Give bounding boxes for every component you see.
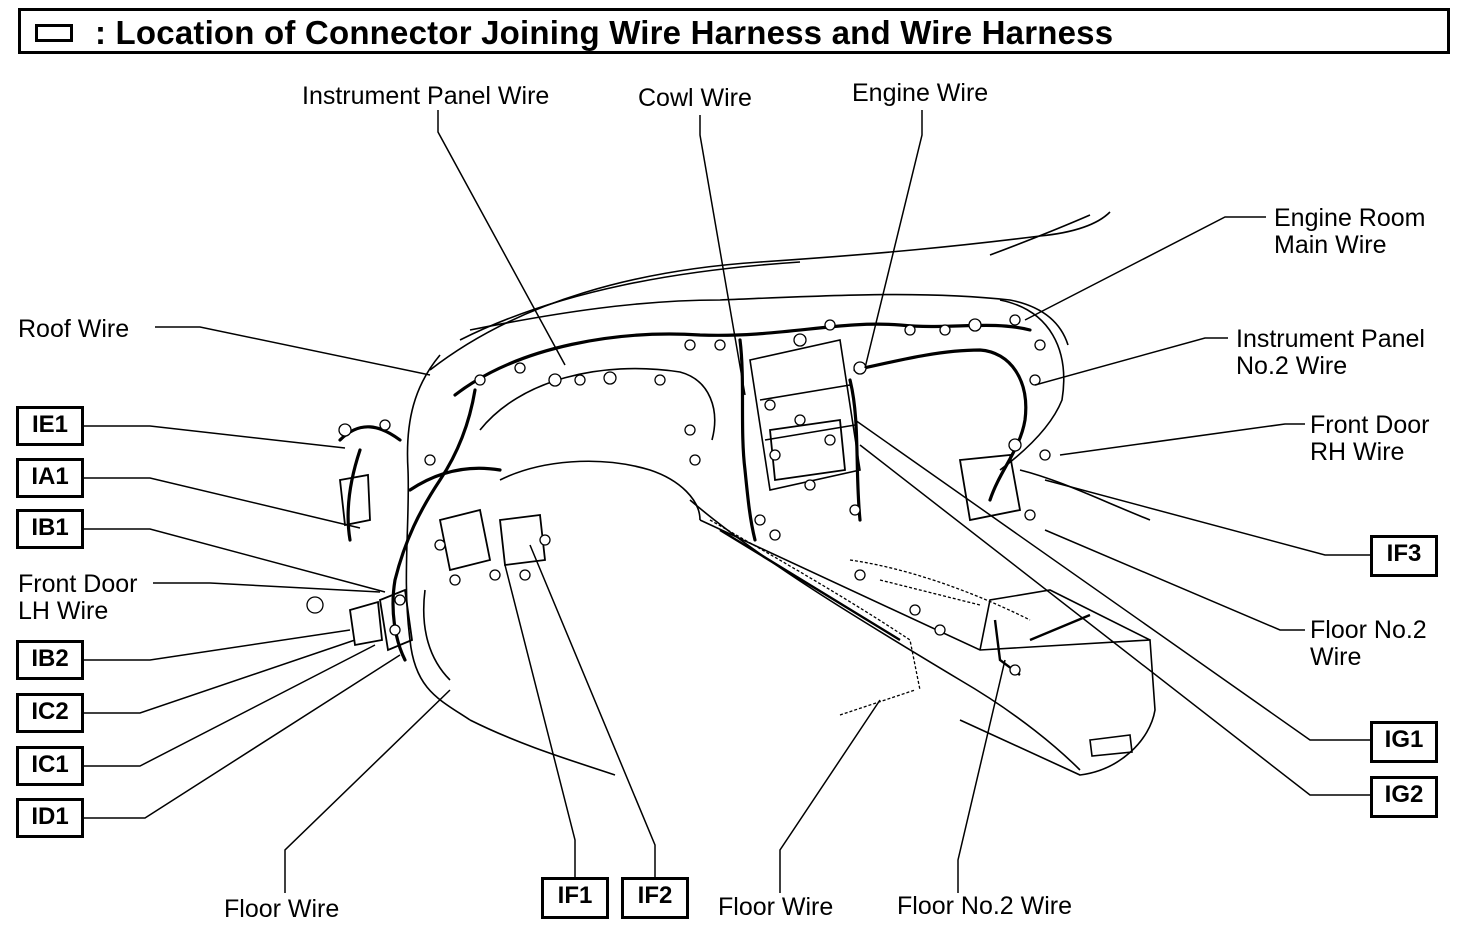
leader-lines	[84, 110, 1370, 893]
label-floor-no2-wire-right-line1: Floor No.2	[1310, 616, 1427, 644]
wire-harness-trunk	[338, 322, 1032, 662]
label-floor-wire-middle: Floor Wire	[718, 893, 834, 921]
connector-ig1: IG1	[1370, 721, 1438, 763]
floor-wire-runs-solid	[719, 528, 1091, 676]
label-floor-wire-left: Floor Wire	[224, 895, 340, 923]
label-engine-room-main-wire-line2: Main Wire	[1274, 231, 1387, 259]
small-connectors	[306, 314, 1051, 676]
label-front-door-rh-wire-line2: RH Wire	[1310, 438, 1405, 466]
connector-ig2: IG2	[1370, 776, 1438, 818]
page-title: : Location of Connector Joining Wire Har…	[95, 14, 1114, 51]
label-engine-room-main-wire-line1: Engine Room	[1274, 204, 1426, 232]
label-instrument-panel-no2-wire-line2: No.2 Wire	[1236, 352, 1348, 380]
connector-ic2: IC2	[16, 693, 84, 733]
connector-symbol-icon	[35, 24, 73, 42]
label-front-door-lh-wire-line1: Front Door	[18, 570, 138, 598]
vehicle-body-outline	[405, 211, 1156, 776]
connector-ia1: IA1	[16, 458, 84, 498]
label-engine-wire: Engine Wire	[852, 79, 989, 107]
label-front-door-lh-wire-line2: LH Wire	[18, 597, 109, 625]
label-floor-no2-wire-right-line2: Wire	[1310, 643, 1362, 671]
label-instrument-panel-wire: Instrument Panel Wire	[302, 82, 550, 110]
connector-ib1: IB1	[16, 509, 84, 549]
connector-ie1: IE1	[16, 406, 84, 446]
label-instrument-panel-no2-wire-line1: Instrument Panel	[1236, 325, 1425, 353]
connector-ib2: IB2	[16, 640, 84, 680]
label-floor-no2-wire-bottom: Floor No.2 Wire	[897, 892, 1073, 920]
connector-if1: IF1	[541, 877, 609, 919]
connector-id1: ID1	[16, 798, 84, 838]
label-roof-wire: Roof Wire	[18, 315, 130, 343]
connector-ic1: IC1	[16, 746, 84, 786]
label-front-door-rh-wire-line1: Front Door	[1310, 411, 1430, 439]
title-frame: : Location of Connector Joining Wire Har…	[18, 8, 1450, 54]
label-cowl-wire: Cowl Wire	[638, 84, 752, 112]
connector-if3: IF3	[1370, 535, 1438, 577]
floor-wire-runs	[709, 519, 1031, 716]
connector-if2: IF2	[621, 877, 689, 919]
connector-clusters	[339, 418, 1022, 652]
